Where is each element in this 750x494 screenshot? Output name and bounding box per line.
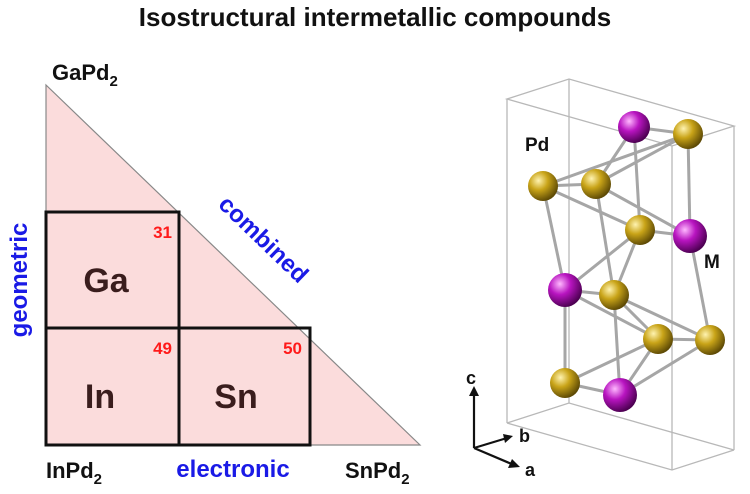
- pd-atom: [673, 119, 703, 149]
- bond: [541, 132, 690, 188]
- bond: [563, 337, 660, 385]
- axis-a-line: [473, 446, 515, 467]
- axis-b-arrowhead: [503, 434, 513, 443]
- corner-label-inpd2-sub: 2: [94, 471, 102, 488]
- atoms: [528, 111, 725, 412]
- corner-label-gapd2-sub: 2: [109, 73, 117, 90]
- bond: [594, 132, 690, 186]
- edge-label-geometric: geometric: [6, 223, 33, 338]
- pd-atom: [643, 324, 673, 354]
- pd-atom: [599, 280, 629, 310]
- pd-atom: [528, 171, 558, 201]
- bond: [612, 293, 712, 342]
- axis-label-a: a: [525, 460, 536, 480]
- corner-label-gapd2: GaPd2: [52, 60, 118, 90]
- axis-c-arrowhead: [469, 386, 479, 396]
- figure-title: Isostructural intermetallic compounds: [139, 2, 611, 32]
- axis-label-c: c: [466, 368, 476, 388]
- m-atom: [673, 219, 707, 253]
- cell-bottom-front-edges: [506, 422, 735, 471]
- bond: [594, 182, 616, 297]
- element-symbol-ga: Ga: [83, 262, 129, 300]
- atomic-number-ga: 31: [153, 223, 172, 242]
- edge-label-electronic: electronic: [176, 456, 289, 483]
- corner-label-snpd2-sub: 2: [401, 471, 409, 488]
- pd-atom: [581, 169, 611, 199]
- m-atom: [548, 273, 582, 307]
- atom-label-m: M: [704, 252, 720, 273]
- bond: [541, 184, 567, 292]
- element-symbol-in: In: [85, 378, 115, 416]
- unit-cell: [504, 78, 737, 471]
- axis-label-b: b: [519, 426, 530, 446]
- pd-atom: [695, 325, 725, 355]
- corner-label-inpd2: InPd2: [46, 458, 102, 488]
- corner-label-inpd2-base: InPd: [46, 458, 94, 483]
- atomic-number-in: 49: [153, 339, 172, 358]
- axis-a-arrowhead: [508, 459, 520, 468]
- m-atom: [603, 378, 637, 412]
- bond: [594, 182, 692, 238]
- element-symbol-sn: Sn: [214, 378, 257, 416]
- bond: [563, 288, 660, 341]
- bond: [686, 132, 692, 238]
- atomic-number-sn: 50: [283, 339, 302, 358]
- bond: [632, 125, 642, 232]
- element-box-sn: [177, 326, 312, 447]
- m-atom: [618, 111, 650, 143]
- corner-label-snpd2-base: SnPd: [345, 458, 401, 483]
- corner-label-gapd2-base: GaPd: [52, 60, 109, 85]
- bond: [688, 234, 712, 342]
- pd-atom: [550, 368, 580, 398]
- cell-bottom-back-edges: [506, 402, 735, 451]
- axis-triad: [472, 392, 515, 467]
- bonds: [541, 125, 712, 397]
- bond: [541, 184, 642, 232]
- atom-label-pd: Pd: [525, 135, 549, 156]
- bond: [618, 338, 712, 397]
- corner-label-snpd2: SnPd2: [345, 458, 410, 488]
- pd-atom: [625, 215, 655, 245]
- axis-b-line: [473, 436, 508, 450]
